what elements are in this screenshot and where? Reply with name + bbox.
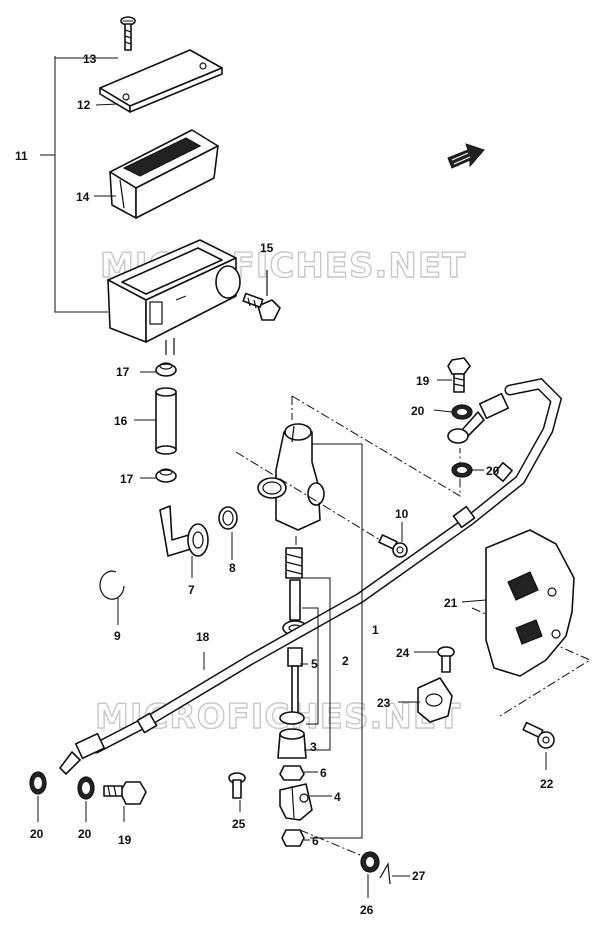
callout-27: 27 [412, 869, 426, 883]
bolt-15 [242, 270, 281, 321]
callout-10: 10 [395, 507, 409, 521]
callout-14: 14 [76, 190, 90, 204]
cover-21 [485, 529, 575, 677]
group-11-bracket [54, 56, 108, 313]
callout-8: 8 [229, 561, 236, 575]
group-1-bracket [310, 443, 363, 839]
banjo-bolt-19-bottom [103, 781, 147, 805]
callout-6-lower: 6 [312, 834, 319, 848]
callout-15: 15 [260, 241, 274, 255]
elbow-connector-7 [159, 505, 209, 578]
nut-6-upper [279, 765, 305, 781]
front-direction-arrow-icon [447, 143, 485, 169]
callout-1: 1 [372, 623, 379, 637]
callout-25: 25 [232, 817, 246, 831]
washer-20-b [451, 462, 473, 478]
reservoir-cap-12 [99, 49, 223, 113]
bolt-10 [378, 534, 408, 558]
circlip-9 [99, 570, 125, 625]
callout-6-upper: 6 [320, 766, 327, 780]
callout-20-d: 20 [78, 827, 92, 841]
clevis-4 [279, 783, 313, 821]
axis-line-bolt10 [235, 451, 381, 541]
nut-6-lower [281, 829, 305, 847]
callout-23: 23 [377, 696, 391, 710]
callout-20-b: 20 [486, 464, 500, 478]
washer-20-c [29, 771, 47, 795]
callout-17-top: 17 [116, 365, 130, 379]
callout-4: 4 [334, 790, 341, 804]
callout-2: 2 [342, 654, 349, 668]
spring [285, 547, 303, 579]
reservoir-body-11 [107, 239, 241, 355]
washer-20-d [77, 776, 95, 800]
screw-24 [437, 646, 455, 673]
callout-22: 22 [540, 777, 554, 791]
hose-clamp-17-bottom [155, 468, 177, 483]
dust-boot-3 [277, 711, 307, 759]
callout-17-bottom: 17 [120, 472, 134, 486]
callout-21: 21 [444, 596, 458, 610]
callout-20-c: 20 [30, 827, 44, 841]
callout-9: 9 [114, 629, 121, 643]
cotter-pin-27 [379, 862, 391, 885]
brake-hose-18 [59, 378, 563, 775]
callout-24: 24 [396, 646, 410, 660]
diaphragm-14 [109, 129, 219, 219]
washer-20-a [451, 404, 473, 420]
reservoir-hose-16 [155, 387, 177, 455]
piston-rod-5 [282, 579, 308, 717]
callout-5: 5 [311, 657, 318, 671]
callout-26: 26 [360, 903, 374, 917]
callout-7: 7 [188, 583, 195, 597]
axis-line-pin [299, 829, 373, 861]
hose-clamp-17-top [155, 362, 177, 377]
callout-13: 13 [83, 52, 97, 66]
group-2-bracket [300, 577, 331, 751]
callout-3: 3 [310, 740, 317, 754]
callout-16: 16 [114, 414, 128, 428]
callout-19-top: 19 [416, 374, 430, 388]
washer-26 [360, 851, 380, 873]
screw-22 [522, 721, 555, 749]
clevis-pin-25 [228, 772, 246, 799]
callout-11: 11 [15, 149, 28, 163]
banjo-bolt-19-top [447, 357, 471, 393]
callout-12: 12 [77, 98, 91, 112]
group-3-bracket [302, 607, 319, 725]
hose-clamp-23 [417, 677, 453, 723]
callout-19-bottom: 19 [118, 833, 132, 847]
callout-18: 18 [196, 630, 210, 644]
callout-20-a: 20 [411, 404, 425, 418]
master-cylinder-body [257, 423, 325, 531]
screw-13 [120, 16, 136, 51]
o-ring-8 [218, 506, 238, 560]
